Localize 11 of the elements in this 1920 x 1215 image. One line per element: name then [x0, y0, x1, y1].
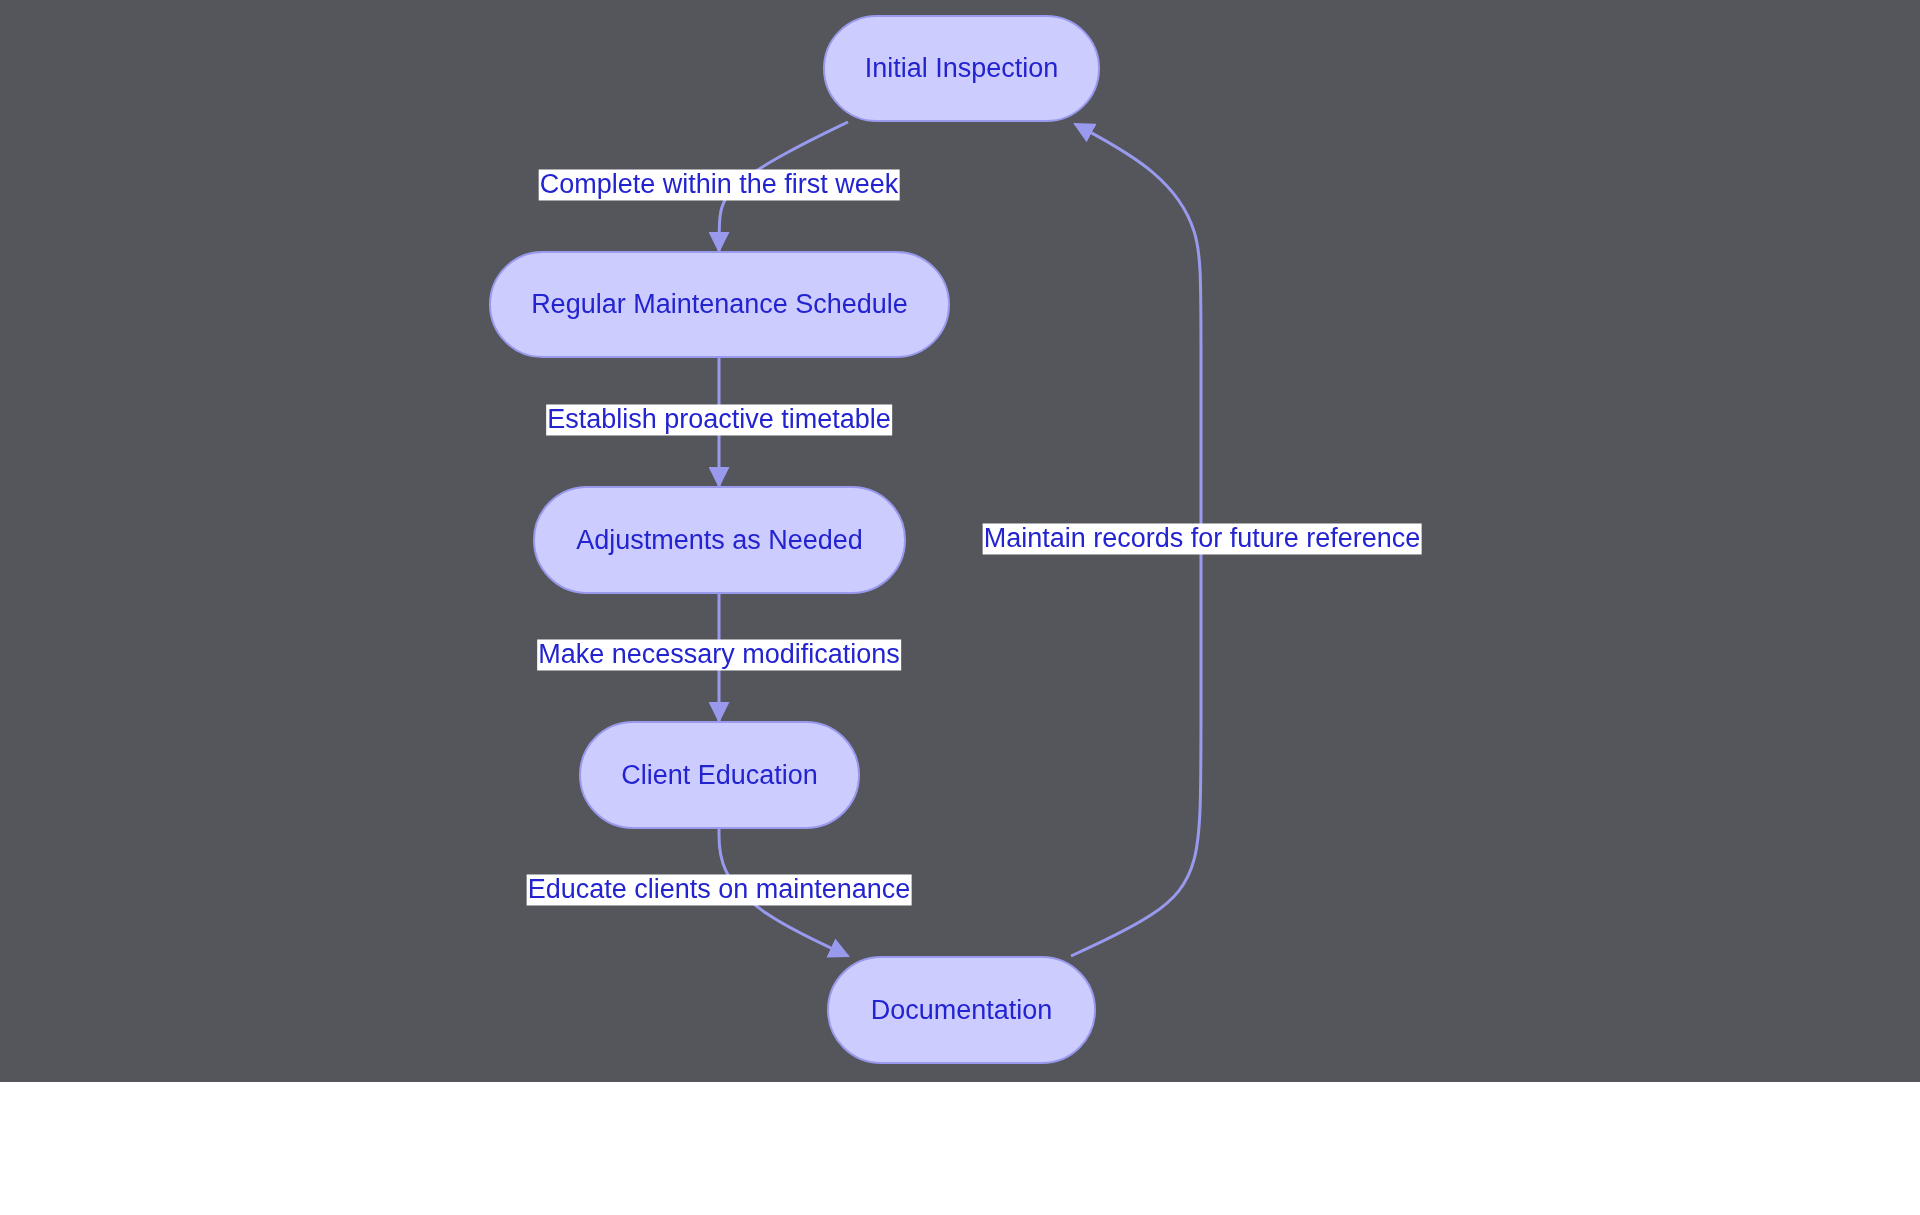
node-label: Initial Inspection [864, 53, 1059, 84]
edge-label: Establish proactive timetable [546, 404, 892, 436]
arrow [1070, 122, 1203, 958]
node-label: Adjustments as Needed [576, 524, 863, 556]
node-label: Regular Maintenance Schedule [531, 289, 908, 320]
edge-label: Complete within the first week [538, 169, 900, 201]
edge-label: Educate clients on maintenance [526, 874, 912, 906]
node-label: Client Education [621, 759, 818, 791]
edge-label: Maintain records for future reference [982, 523, 1422, 555]
edge-label: Make necessary modifications [537, 639, 901, 671]
node-label: Documentation [870, 994, 1053, 1026]
